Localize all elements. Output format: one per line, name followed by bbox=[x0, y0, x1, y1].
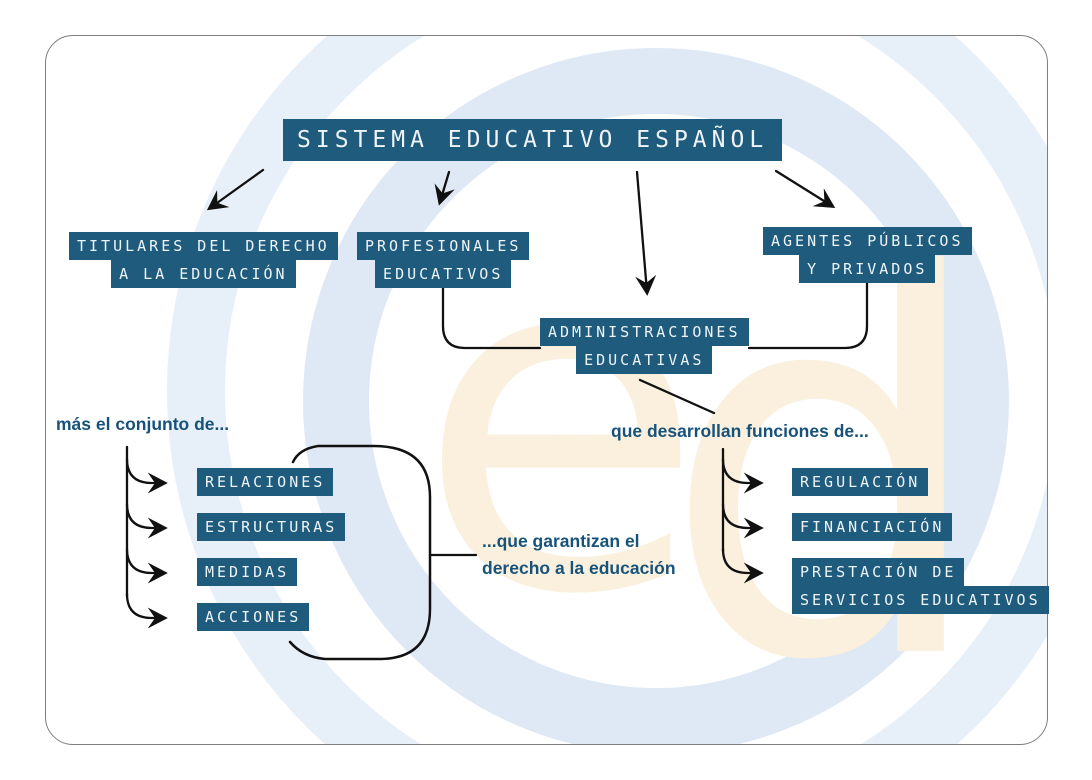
node-estructuras: ESTRUCTURAS bbox=[197, 513, 346, 541]
node-estructuras-label: ESTRUCTURAS bbox=[197, 513, 346, 541]
node-prestacion: PRESTACIÓN DE SERVICIOS EDUCATIVOS bbox=[792, 558, 1049, 614]
node-relaciones: RELACIONES bbox=[197, 468, 334, 496]
node-titulares: TITULARES DEL DERECHO A LA EDUCACIÓN bbox=[69, 232, 338, 288]
left-intro-label: más el conjunto de... bbox=[56, 414, 230, 434]
node-profesionales-line2: EDUCATIVOS bbox=[375, 260, 512, 288]
node-administraciones: ADMINISTRACIONES EDUCATIVAS bbox=[540, 318, 749, 374]
node-medidas: MEDIDAS bbox=[197, 558, 298, 586]
node-profesionales-line1: PROFESIONALES bbox=[357, 232, 530, 260]
center-note-line1: ...que garantizan el bbox=[482, 531, 640, 551]
node-agentes-line2: Y PRIVADOS bbox=[799, 255, 936, 283]
center-note: ...que garantizan el derecho a la educac… bbox=[482, 528, 676, 582]
node-medidas-label: MEDIDAS bbox=[197, 558, 298, 586]
diagram-title: SISTEMA EDUCATIVO ESPAÑOL bbox=[283, 119, 783, 161]
node-acciones-label: ACCIONES bbox=[197, 603, 310, 631]
node-acciones: ACCIONES bbox=[197, 603, 310, 631]
node-relaciones-label: RELACIONES bbox=[197, 468, 334, 496]
node-administraciones-line2: EDUCATIVAS bbox=[576, 346, 713, 374]
node-financiacion: FINANCIACIÓN bbox=[792, 513, 953, 541]
node-regulacion: REGULACIÓN bbox=[792, 468, 929, 496]
node-prestacion-line1: PRESTACIÓN DE bbox=[792, 558, 965, 586]
node-regulacion-label: REGULACIÓN bbox=[792, 468, 929, 496]
node-financiacion-label: FINANCIACIÓN bbox=[792, 513, 953, 541]
right-intro-label: que desarrollan funciones de... bbox=[611, 421, 869, 441]
node-prestacion-line2: SERVICIOS EDUCATIVOS bbox=[792, 586, 1049, 614]
node-agentes-line1: AGENTES PÚBLICOS bbox=[763, 227, 972, 255]
ring-arc bbox=[303, 48, 1009, 744]
node-administraciones-line1: ADMINISTRACIONES bbox=[540, 318, 749, 346]
swoosh-arc bbox=[167, 36, 1047, 744]
node-titulares-line2: A LA EDUCACIÓN bbox=[111, 260, 296, 288]
node-agentes: AGENTES PÚBLICOS Y PRIVADOS bbox=[763, 227, 972, 283]
node-profesionales: PROFESIONALES EDUCATIVOS bbox=[357, 232, 530, 288]
node-titulares-line1: TITULARES DEL DERECHO bbox=[69, 232, 338, 260]
center-note-line2: derecho a la educación bbox=[482, 558, 676, 578]
